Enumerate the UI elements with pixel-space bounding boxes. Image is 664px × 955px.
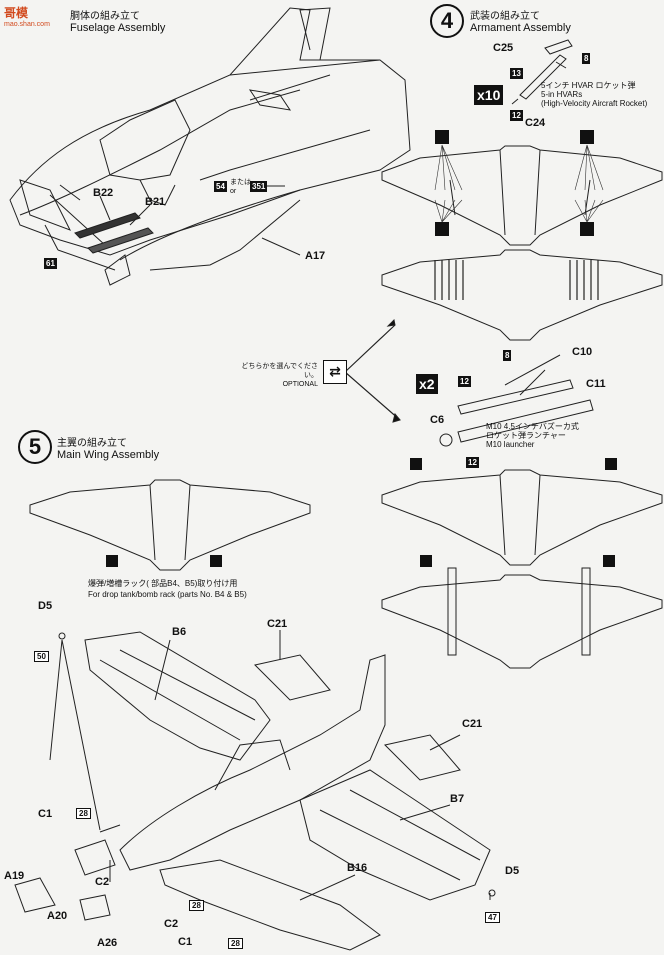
mounted-rockets xyxy=(434,260,599,300)
optional-note: どちらかを選んでください。 OPTIONAL xyxy=(228,362,318,389)
step5-title-jp: 主翼の組み立て xyxy=(57,438,127,449)
optional-arrows-icon: ⇄ xyxy=(323,360,347,384)
part-b21-label: B21 xyxy=(145,196,166,208)
part-d5b-label: D5 xyxy=(505,865,520,877)
step4-header: 武装の組み立て Armament Assembly xyxy=(470,7,571,34)
step3-header: 胴体の組み立て Fuselage Assembly xyxy=(70,7,165,34)
wing-upper-plan-a xyxy=(381,145,663,246)
part-c6-label: C6 xyxy=(430,414,445,426)
step3-title-en: Fuselage Assembly xyxy=(70,22,166,34)
rocket-drawing xyxy=(511,39,573,105)
rocket-multiplier: x10 xyxy=(474,85,504,105)
step4-title-en: Armament Assembly xyxy=(470,22,571,34)
step5-title-en: Main Wing Assembly xyxy=(57,449,160,461)
launcher-note-jp2: ロケット弾ランチャー xyxy=(486,431,566,440)
part-c25-label: C25 xyxy=(493,42,514,54)
step5-number: 5 xyxy=(18,430,52,464)
rocket-note-jp: 5インチ HVAR ロケット弾 xyxy=(541,81,636,90)
launcher-multiplier: x2 xyxy=(416,374,438,394)
part-d5a-label: D5 xyxy=(38,600,53,612)
paint-28a-badge: 28 xyxy=(76,808,91,819)
paint-12-badge: 12 xyxy=(510,110,523,121)
part-c1a-label: C1 xyxy=(38,808,53,820)
launcher-note: M10 4.5インチバズーカ式 ロケット弾ランチャー M10 launcher xyxy=(486,422,579,449)
rocket-note-en: 5-in HVARs xyxy=(541,90,583,99)
gun-cowling-parts xyxy=(74,212,154,254)
step4-title-jp: 武装の組み立て xyxy=(470,11,540,22)
part-c24-label: C24 xyxy=(525,117,546,129)
watermark-title: 哥模 xyxy=(4,6,29,20)
launcher-drawing xyxy=(439,354,594,447)
part-c2a-label: C2 xyxy=(95,876,110,888)
aircraft-assembly-drawing xyxy=(14,631,496,951)
part-b16-label: B16 xyxy=(347,862,368,874)
paint-12a-badge: 12 xyxy=(458,376,471,387)
part-a19-label: A19 xyxy=(4,870,25,882)
step4-number: 4 xyxy=(430,4,464,38)
part-a26-label: A26 xyxy=(97,937,118,949)
step5-header: 主翼の組み立て Main Wing Assembly xyxy=(57,434,159,461)
part-c11-label: C11 xyxy=(586,378,606,390)
pylon-markers-a xyxy=(435,130,594,236)
paint-28c-badge: 28 xyxy=(228,938,243,949)
part-c10-label: C10 xyxy=(572,346,593,358)
part-a20-label: A20 xyxy=(47,910,68,922)
fuselage-drawing xyxy=(9,7,411,286)
wing-upper-plan-b xyxy=(381,469,663,566)
launcher-note-en: M10 launcher xyxy=(486,440,535,449)
paint-50-badge: 50 xyxy=(34,651,49,662)
paint-28b-badge: 28 xyxy=(189,900,204,911)
rack-note-jp: 爆弾/増槽ラック( 部品B4、B5)取り付け用 xyxy=(88,579,238,588)
part-b6-label: B6 xyxy=(172,626,187,638)
part-b7-label: B7 xyxy=(450,793,465,805)
wing-lower-plan-a xyxy=(381,249,663,341)
paint-8-badge: 8 xyxy=(582,53,591,64)
watermark-url: mao.shan.com xyxy=(4,21,50,28)
part-b22-label: B22 xyxy=(93,187,114,199)
rack-note: 爆弾/増槽ラック( 部品B4、B5)取り付け用 For drop tank/bo… xyxy=(88,578,247,600)
part-c21a-label: C21 xyxy=(267,618,288,630)
rocket-note: 5インチ HVAR ロケット弾 5-in HVARs (High-Velocit… xyxy=(541,81,647,108)
optional-en: OPTIONAL xyxy=(282,381,318,388)
paint-8-launcher: 8 xyxy=(503,350,512,361)
paint-61-badge: 61 xyxy=(44,258,57,269)
part-c2b-label: C2 xyxy=(164,918,179,930)
watermark-logo: 哥模 mao.shan.com xyxy=(4,4,50,28)
wing-lower-plan-b xyxy=(381,567,663,669)
paint-351-badge: 351 xyxy=(250,181,268,192)
step3-title-jp: 胴体の組み立て xyxy=(70,11,140,22)
launcher-note-jp1: M10 4.5インチバズーカ式 xyxy=(486,422,579,431)
pylon-markers-b xyxy=(410,458,617,567)
paint-13-badge: 13 xyxy=(510,68,523,79)
optional-jp: どちらかを選んでください。 xyxy=(241,363,318,379)
part-c1b-label: C1 xyxy=(178,936,193,948)
rack-markers xyxy=(106,555,222,567)
rocket-note-en2: (High-Velocity Aircraft Rocket) xyxy=(541,99,648,108)
part-a17-label: A17 xyxy=(305,250,326,262)
paint-12b-badge: 12 xyxy=(466,457,479,468)
rack-note-en: For drop tank/bomb rack (parts No. B4 & … xyxy=(88,590,247,599)
paint-47-badge: 47 xyxy=(485,912,500,923)
part-c21b-label: C21 xyxy=(462,718,483,730)
main-wing-plan xyxy=(29,479,311,571)
paint-54-badge: 54 xyxy=(214,181,227,192)
